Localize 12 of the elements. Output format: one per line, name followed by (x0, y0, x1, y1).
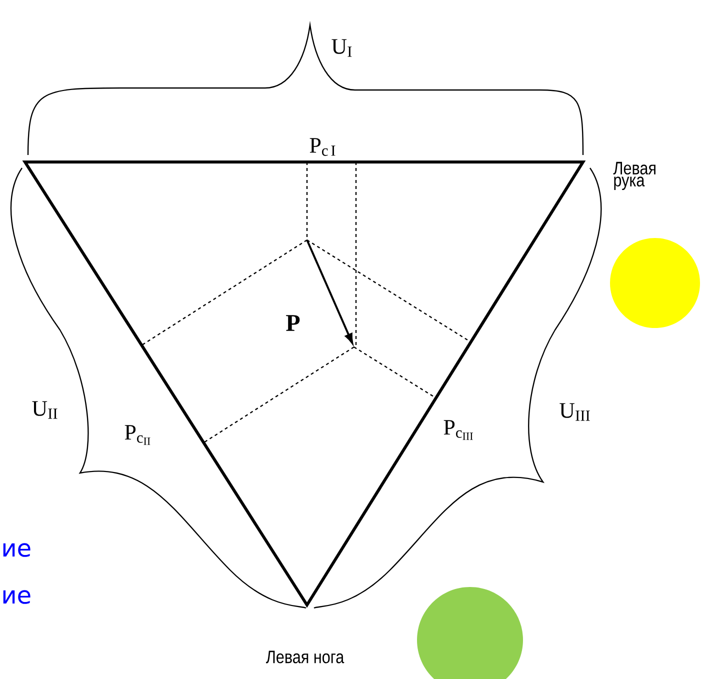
axis-label: $\mathrm{U}_{\mathrm{III}}$ (560, 403, 590, 421)
axis-label: $\mathrm{P}_{\mathrm{c}_{\mathrm{II}}}$ (124, 425, 150, 445)
electrode-dot (610, 238, 700, 328)
text-fragment: ие (3, 543, 30, 557)
axis-label: $\mathrm{P}_{\mathrm{c\,I}}$ (310, 138, 336, 156)
text-fragment: ие (3, 590, 30, 604)
axis-label: $\mathrm{U}_{\mathrm{I}}$ (332, 39, 352, 57)
vector-label: P (286, 315, 300, 331)
lead-label: Левая нога (266, 650, 344, 664)
axis-label: $\mathrm{U}_{\mathrm{II}}$ (32, 401, 58, 419)
lead-label: Левая рука (613, 162, 656, 190)
axis-label: $\mathrm{P}_{\mathrm{c}_{\mathrm{III}}}$ (444, 420, 473, 440)
